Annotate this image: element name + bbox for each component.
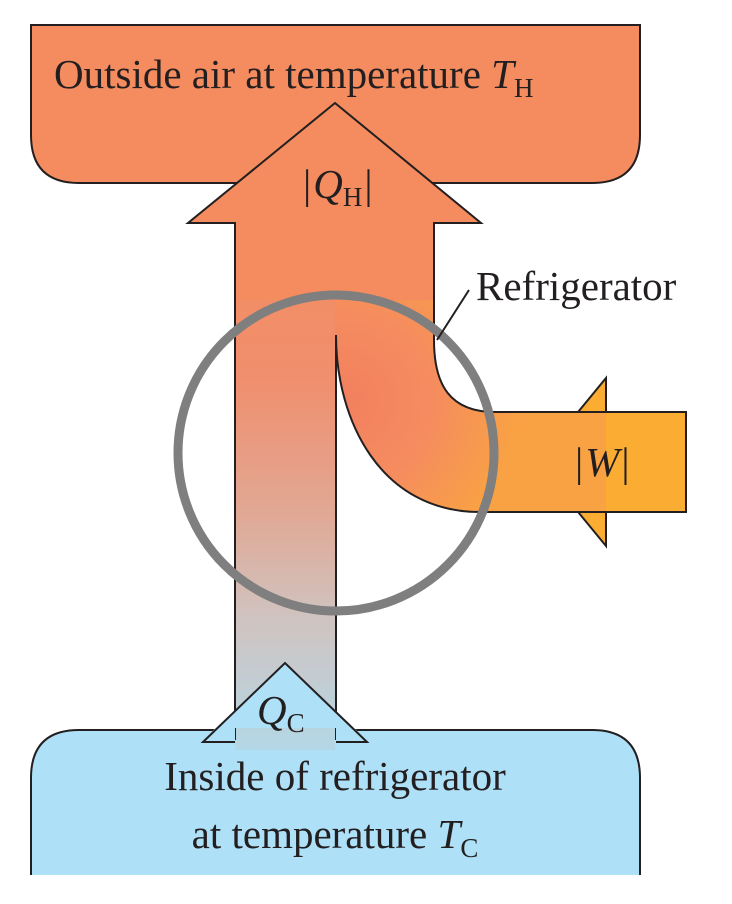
heat-out-arrow-outline [185, 101, 606, 740]
refrigerator-label: Refrigerator [476, 263, 677, 309]
refrigerator-leader-line [436, 289, 470, 341]
cold-reservoir-label-line1: Inside of refrigerator [164, 753, 506, 799]
heat-stem [235, 222, 335, 750]
hot-reservoir-label: Outside air at temperature TH [54, 51, 533, 103]
heat-in-label: QC [257, 687, 305, 738]
heat-out-label: |QH| [303, 161, 373, 212]
heat-in-arrow-head [203, 663, 367, 740]
work-label: |W| [575, 439, 630, 485]
heat-in-arrow-outline [200, 661, 370, 743]
cold-reservoir-label-line2: at temperature TC [192, 811, 479, 863]
work-merge-outline [335, 334, 606, 740]
refrigerator-ring [173, 290, 499, 616]
heat-out-arrow-head [188, 103, 481, 300]
